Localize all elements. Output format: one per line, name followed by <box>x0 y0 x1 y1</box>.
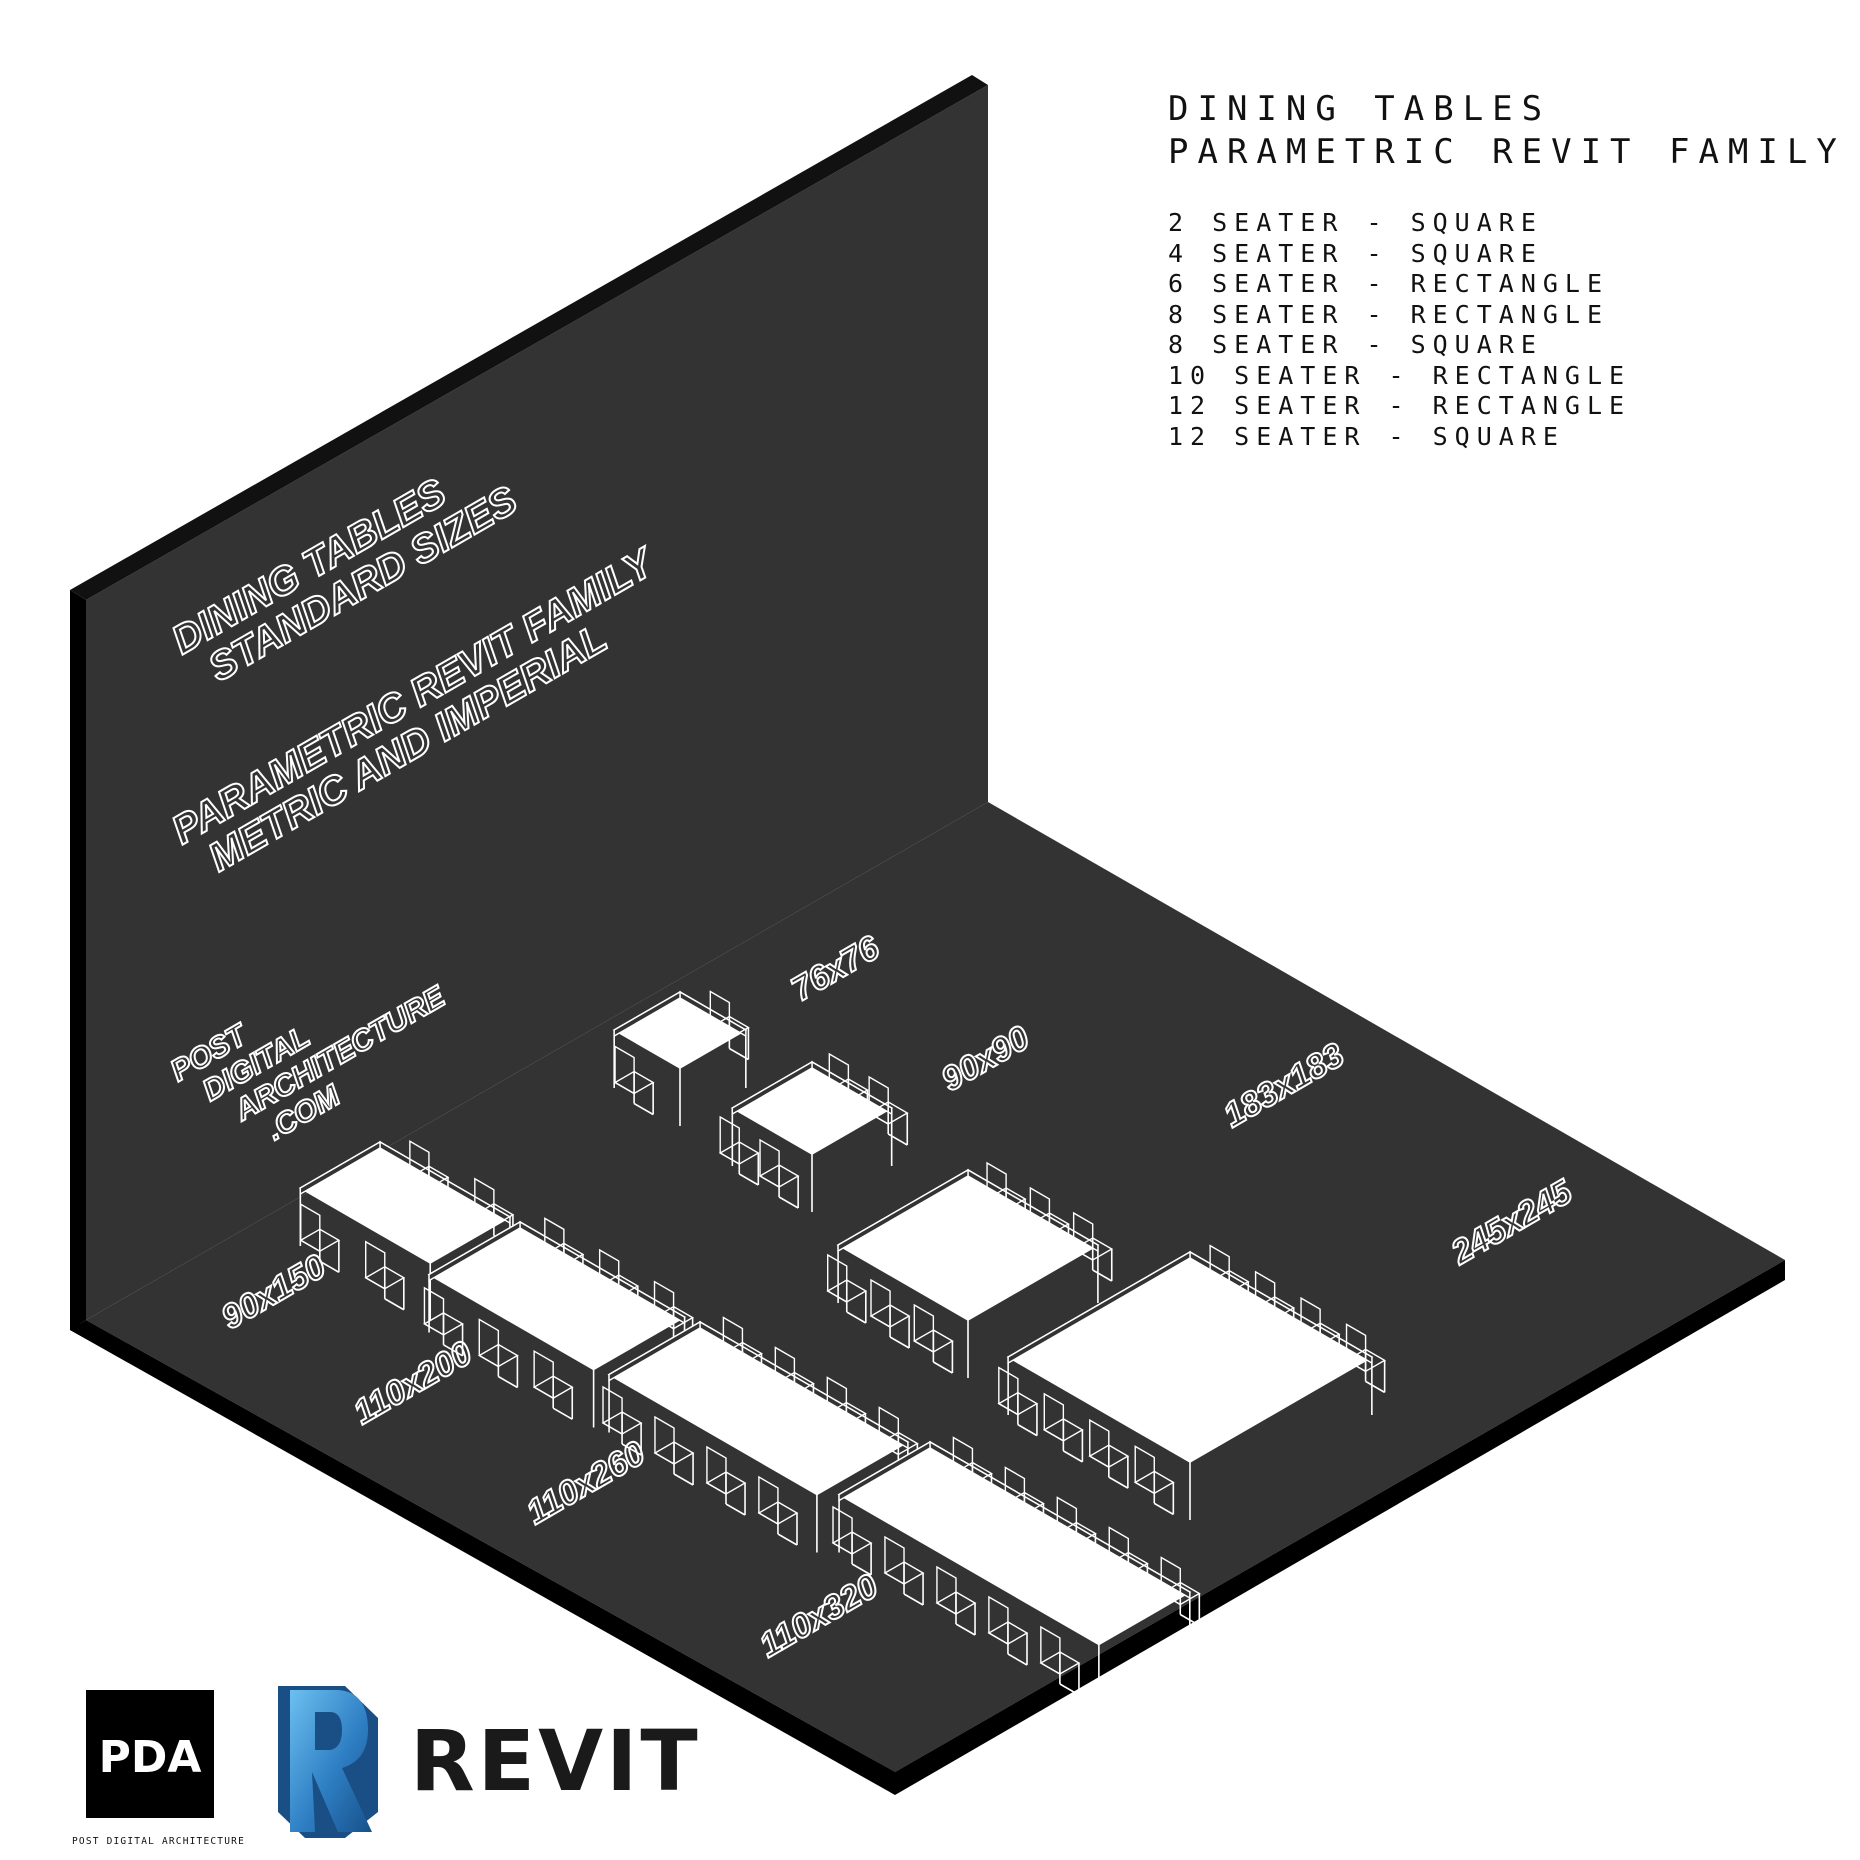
pda-logo-text: PDA <box>99 1732 202 1783</box>
page-subtitle: PARAMETRIC REVIT FAMILY <box>1168 132 1846 172</box>
list-item: 12 SEATER - SQUARE <box>1168 421 1565 451</box>
list-item: 8 SEATER - SQUARE <box>1168 330 1543 359</box>
list-item: 10 SEATER - RECTANGLE <box>1168 360 1632 390</box>
page-title: DINING TABLES <box>1168 89 1552 129</box>
revit-wordmark: REVIT <box>410 1712 701 1810</box>
revit-logo-icon <box>278 1686 378 1838</box>
pda-logo: PDA <box>86 1690 214 1818</box>
title-block: DINING TABLES PARAMETRIC REVIT FAMILY 2 … <box>1168 88 1846 452</box>
list-item: 12 SEATER - RECTANGLE <box>1168 391 1632 420</box>
table-90x90 <box>718 1052 909 1212</box>
table-90x150 <box>298 1140 515 1321</box>
list-item: 6 SEATER - RECTANGLE <box>1168 269 1610 298</box>
list-item: 4 SEATER - SQUARE <box>1168 238 1543 268</box>
table-110x320 <box>831 1436 1201 1703</box>
variant-list: 2 SEATER - SQUARE 4 SEATER - SQUARE 6 SE… <box>1168 208 1846 452</box>
pda-caption: POST DIGITAL ARCHITECTURE <box>72 1836 245 1847</box>
table-245x245 <box>997 1244 1387 1520</box>
table-183x183 <box>826 1161 1114 1378</box>
table-110x260 <box>601 1316 919 1553</box>
list-item: 2 SEATER - SQUARE <box>1168 208 1543 237</box>
list-item: 8 SEATER - RECTANGLE <box>1168 299 1610 329</box>
dining-tables <box>298 990 1387 1703</box>
table-76x76 <box>612 990 750 1126</box>
back-wall <box>70 75 988 1330</box>
table-110x200 <box>423 1217 695 1428</box>
